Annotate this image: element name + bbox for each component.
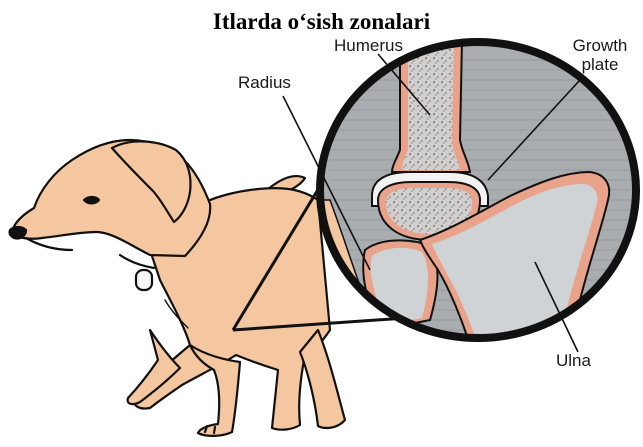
dog-eye: [84, 197, 99, 203]
dog-illustration: [10, 140, 345, 436]
dog-nose: [10, 227, 26, 239]
dog-collar: [120, 255, 154, 268]
label-growth-plate: Growth plate: [560, 37, 640, 74]
dog-rear-leg: [300, 330, 345, 428]
label-growth-plate-line2: plate: [560, 56, 640, 75]
label-radius: Radius: [238, 74, 291, 93]
label-humerus: Humerus: [334, 37, 403, 56]
diagram-title: Itlarda o‘sish zonalari: [0, 9, 643, 35]
label-growth-plate-line1: Growth: [560, 37, 640, 56]
dog-collar-tag: [136, 270, 152, 290]
label-ulna: Ulna: [556, 352, 591, 371]
radius-inner: [371, 248, 428, 324]
zoom-circle: [320, 40, 640, 345]
